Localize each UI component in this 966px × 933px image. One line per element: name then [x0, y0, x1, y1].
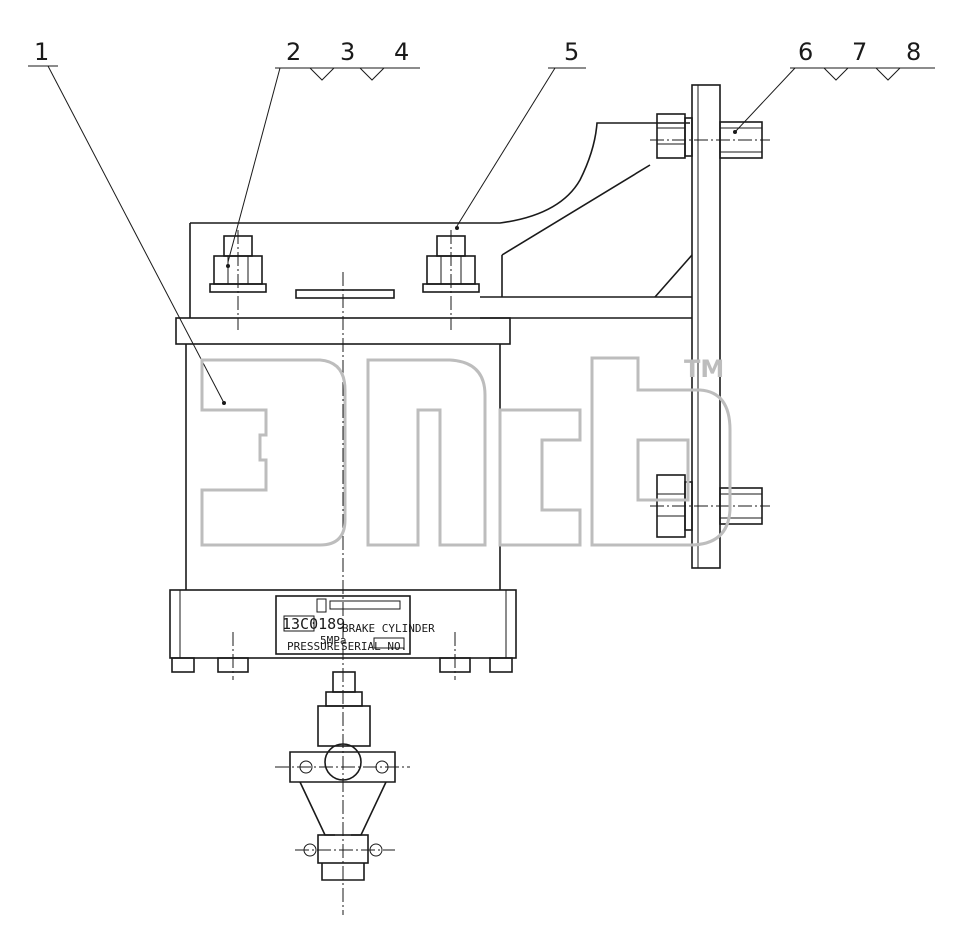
callout-6: 6: [798, 38, 813, 66]
nameplate-pressure-value: 5MPa: [320, 634, 347, 647]
top-bolt-left: [209, 230, 267, 330]
upper-side-bolt: [650, 113, 770, 159]
callout-3: 3: [340, 38, 355, 66]
lower-side-bolt: [650, 474, 770, 538]
cylinder-body: [169, 272, 517, 915]
nameplate-pressure-label: PRESSURE: [287, 640, 340, 653]
piston-rod-clevis: [275, 671, 410, 881]
callout-4: 4: [394, 38, 409, 66]
leader-lines: [28, 65, 935, 404]
callout-7: 7: [852, 38, 867, 66]
watermark-logo: TM: [200, 355, 732, 547]
mounting-bracket: [189, 122, 693, 319]
top-bolt-right: [422, 230, 480, 330]
nameplate-code: 13C0189: [282, 615, 345, 633]
watermark-trademark: TM: [684, 355, 724, 383]
leader-dots: [222, 130, 737, 405]
callout-1: 1: [34, 38, 49, 66]
side-mounting-plate: [691, 84, 721, 569]
callout-2: 2: [286, 38, 301, 66]
nameplate: 13C0189 BRAKE CYLINDER PRESSURE 5MPa SER…: [275, 595, 435, 655]
nameplate-title: BRAKE CYLINDER: [342, 622, 435, 635]
callout-8: 8: [906, 38, 921, 66]
bottom-bolts: [171, 632, 513, 680]
callout-5: 5: [564, 38, 579, 66]
